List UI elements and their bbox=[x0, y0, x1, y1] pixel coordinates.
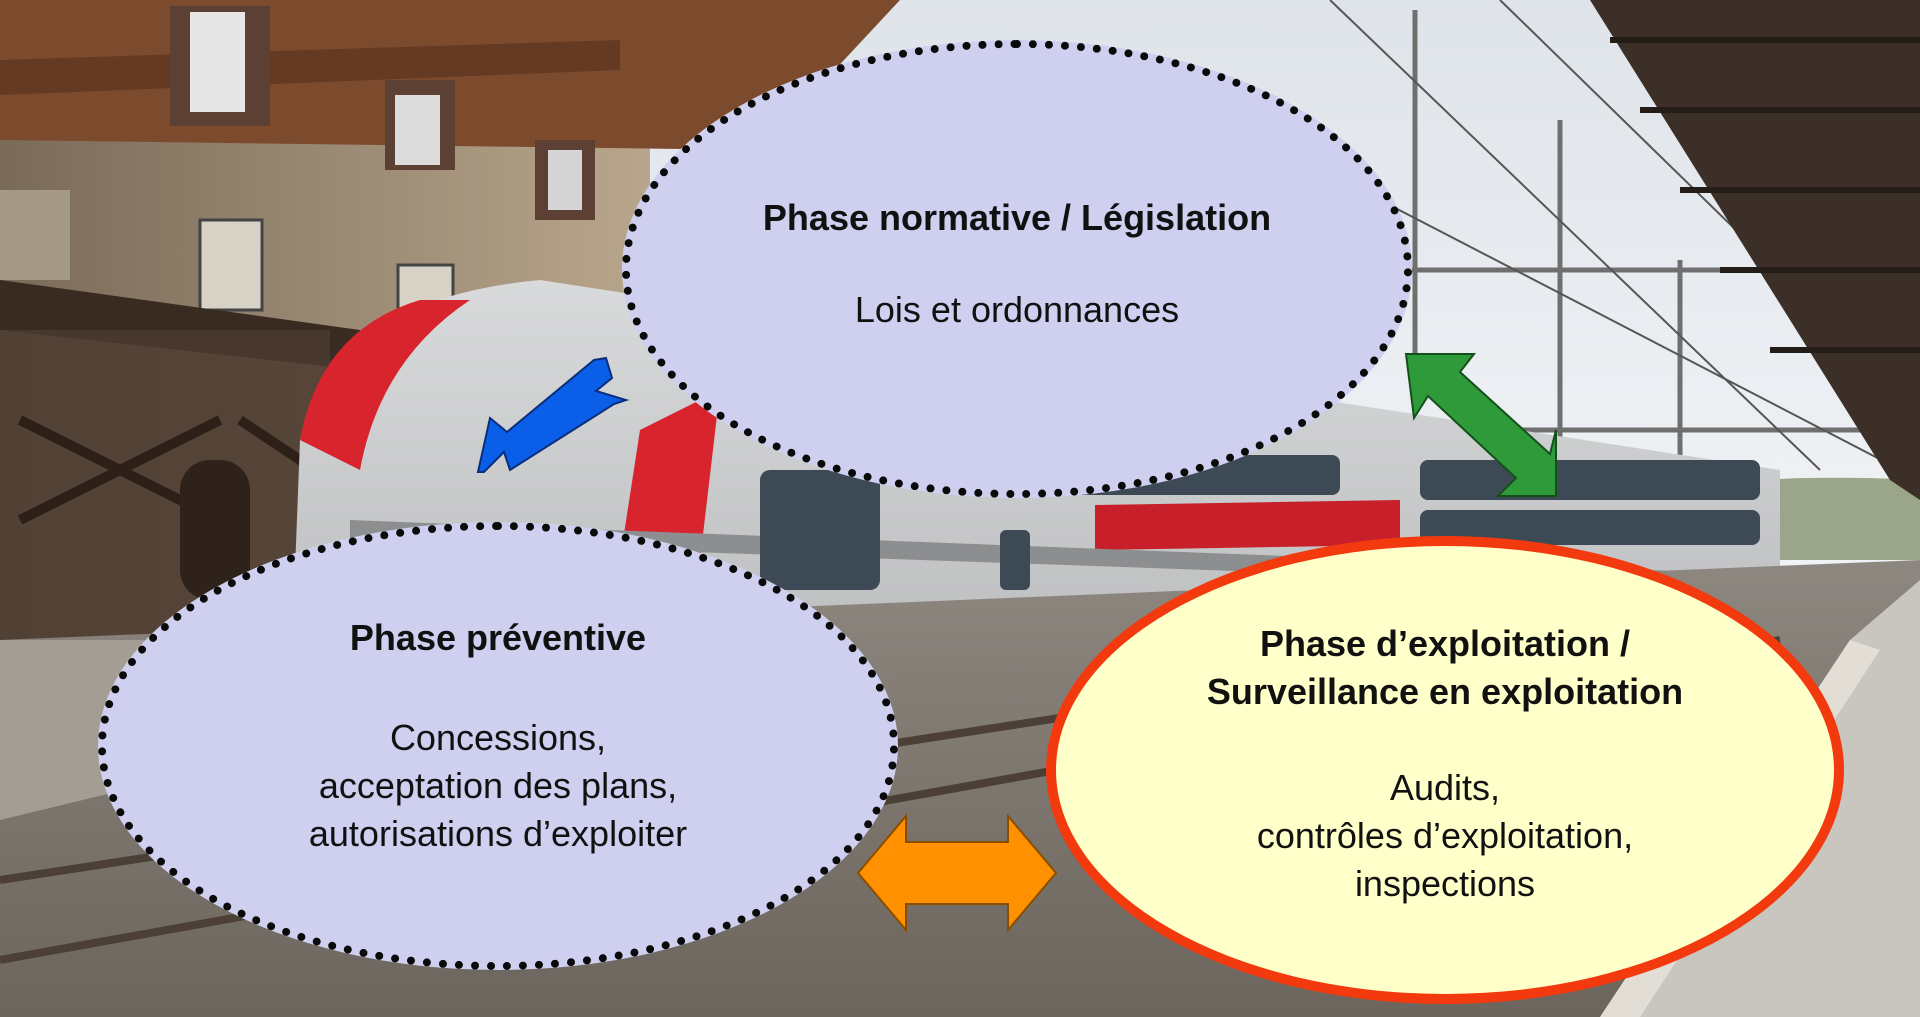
phase-preventive-body: Concessions, acceptation des plans, auto… bbox=[308, 717, 688, 854]
phase-operation-bubble: Phase d’exploitation / Surveillance en e… bbox=[1046, 536, 1844, 1004]
double-arrow-icon bbox=[1404, 353, 1557, 497]
phase-preventive-bubble: Phase préventive Concessions, acceptatio… bbox=[98, 522, 898, 970]
phase-operation-title: Phase d’exploitation / Surveillance en e… bbox=[1206, 623, 1684, 712]
phase-normative-body: Lois et ordonnances bbox=[854, 289, 1180, 330]
phase-normative-title: Phase normative / Législation bbox=[762, 197, 1272, 238]
arrow-shape bbox=[856, 813, 1058, 933]
phase-normative-bubble: Phase normative / Législation Lois et or… bbox=[622, 40, 1412, 498]
phase-operation-body: Audits, contrôles d’exploitation, inspec… bbox=[1256, 767, 1634, 904]
arrow-shape bbox=[1404, 353, 1557, 497]
double-arrow-icon bbox=[476, 356, 630, 473]
arrow-shape bbox=[476, 356, 630, 473]
phase-preventive-title: Phase préventive bbox=[349, 617, 647, 658]
double-arrow-icon bbox=[856, 813, 1058, 933]
